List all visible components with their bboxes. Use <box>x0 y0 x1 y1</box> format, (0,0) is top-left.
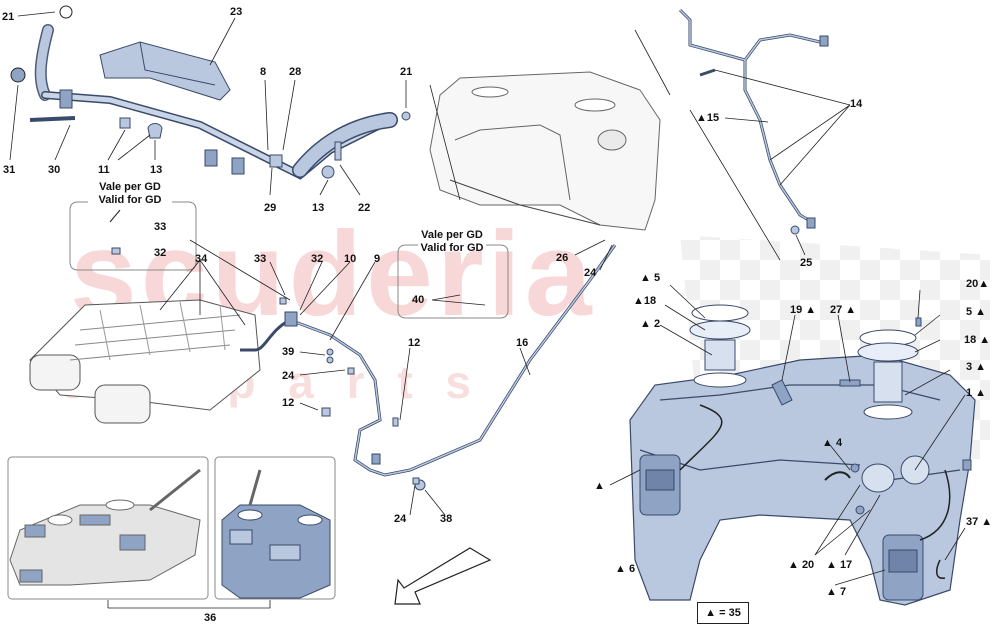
part-label-4: ▲ 4 <box>822 437 843 449</box>
part-label-15: ▲15 <box>696 112 720 124</box>
inset-box-left <box>7 456 209 600</box>
gd-callout-left-box <box>69 201 197 271</box>
center-small-parts <box>109 209 426 491</box>
part-label-18b: 18 ▲ <box>964 334 991 346</box>
part-label-26: 26 <box>556 252 569 264</box>
part-label-2: ▲ 2 <box>640 318 661 330</box>
part-label-28: 28 <box>289 66 302 78</box>
gd-callout-left-title: Vale per GD Valid for GD <box>88 181 172 207</box>
part-label-18a: ▲18 <box>633 295 657 307</box>
part-label-32b: 32 <box>311 253 324 265</box>
fuel-tank-outline-top <box>429 71 661 231</box>
left-sender-unit <box>689 304 751 388</box>
part-label-29: 29 <box>264 202 277 214</box>
part-label-5a: ▲ 5 <box>640 272 661 284</box>
part-label-21a: 21 <box>2 11 15 23</box>
part-label-9: 9 <box>374 253 381 265</box>
part-label-23: 23 <box>230 6 243 18</box>
part-label-19: 19 ▲ <box>790 304 817 316</box>
part-label-22: 22 <box>358 202 371 214</box>
gd-mid-line1: Vale per GD <box>421 229 483 241</box>
part-label-7: ▲ 7 <box>826 586 847 598</box>
part-label-27: 27 ▲ <box>830 304 857 316</box>
part-label-32a: 32 <box>154 247 167 259</box>
part-label-5b: 5 ▲ <box>966 306 987 318</box>
part-label-6: ▲ 6 <box>615 563 636 575</box>
part-label-12b: 12 <box>408 337 421 349</box>
inset-tank-right <box>221 469 331 599</box>
part-label-14: 14 <box>850 98 863 110</box>
inset-box-right <box>214 456 336 600</box>
part-label-39: 39 <box>282 346 295 358</box>
part-label-11: 11 <box>98 164 110 176</box>
part-label-3: 3 ▲ <box>966 361 987 373</box>
part-label-31: 31 <box>3 164 16 176</box>
part-label-triangle: ▲ <box>594 480 605 492</box>
small-clips <box>119 111 411 179</box>
part-label-37: 37 ▲ <box>966 516 993 528</box>
part-label-24b: 24 <box>584 267 597 279</box>
part-label-17: ▲ 17 <box>826 559 853 571</box>
inset-tank-left <box>9 468 201 586</box>
part-label-20b: ▲ 20 <box>788 559 815 571</box>
part-label-21b: 21 <box>400 66 413 78</box>
part-label-34: 34 <box>195 253 208 265</box>
part-label-8: 8 <box>260 66 267 78</box>
part-label-16: 16 <box>516 337 529 349</box>
part-label-20a: 20▲ <box>966 278 990 290</box>
part-label-10: 10 <box>344 253 357 265</box>
right-fuel-pump <box>882 469 951 601</box>
gd-mid-line2: Valid for GD <box>420 242 484 254</box>
part-label-30: 30 <box>48 164 61 176</box>
gd-callout-mid-title: Vale per GD Valid for GD <box>414 229 490 255</box>
part-label-25: 25 <box>800 257 813 269</box>
part-label-33b: 33 <box>254 253 267 265</box>
gd-left-line2: Valid for GD <box>98 194 162 206</box>
legend-box: ▲ = 35 <box>697 602 749 624</box>
part-label-24c: 24 <box>394 513 407 525</box>
part-label-40: 40 <box>412 294 425 306</box>
left-fuel-pump <box>639 404 723 516</box>
part-label-13b: 13 <box>312 202 325 214</box>
part-label-13a: 13 <box>150 164 163 176</box>
part-label-33a: 33 <box>154 221 167 233</box>
leader-lines <box>9 11 966 609</box>
part-label-1: 1 ▲ <box>966 387 987 399</box>
part-label-36: 36 <box>204 612 217 624</box>
heat-shield <box>99 41 231 101</box>
gd-left-line1: Vale per GD <box>99 181 161 193</box>
fuel-feed-line <box>240 244 617 477</box>
engine-exhaust <box>29 299 261 424</box>
part-label-24a: 24 <box>282 370 295 382</box>
gd-callout-mid-box <box>397 244 509 319</box>
direction-arrow <box>394 547 492 605</box>
part-label-38: 38 <box>440 513 453 525</box>
part-label-12a: 12 <box>282 397 295 409</box>
right-sender-unit <box>857 329 919 420</box>
